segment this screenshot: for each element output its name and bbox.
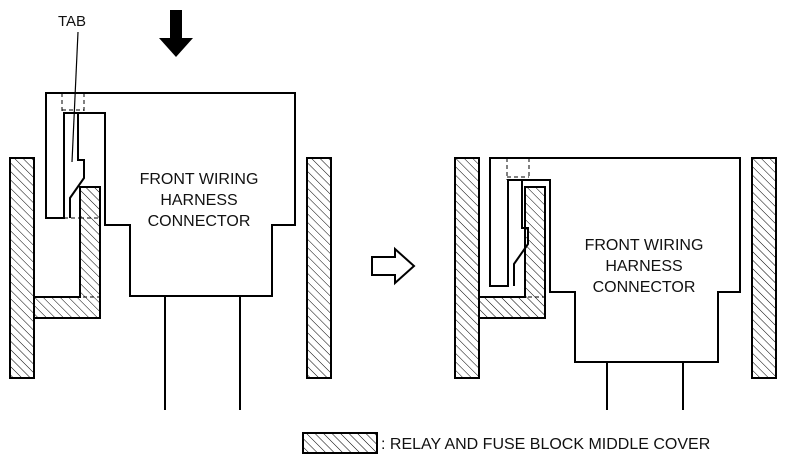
cover-wall-left-outer-right-view	[454, 157, 480, 379]
tab-latch-right	[508, 179, 529, 286]
left-view: TAB FRONT WIRING HARNESS CONNECTOR	[9, 10, 332, 410]
cover-wall-right-outer-right-view	[751, 157, 777, 379]
tab-leader-line	[71, 31, 79, 163]
push-down-arrow-icon	[159, 10, 193, 57]
connector-label-left-line1: FRONT WIRING	[140, 171, 259, 188]
cover-wall-left-outer	[9, 157, 35, 379]
tab-label: TAB	[58, 13, 86, 30]
tab-latch-left	[64, 112, 85, 218]
connector-label-right-line1: FRONT WIRING	[585, 237, 704, 254]
connector-label-right-line3: CONNECTOR	[593, 279, 696, 296]
cover-inner-section	[33, 186, 101, 319]
legend-hatch-swatch	[302, 432, 378, 454]
connector-label-left-line3: CONNECTOR	[148, 213, 251, 230]
cover-inner-section-right-view	[478, 186, 546, 319]
legend-text: : RELAY AND FUSE BLOCK MIDDLE COVER	[381, 436, 710, 453]
front-wiring-harness-connector-right	[489, 157, 741, 363]
connector-label-left-line2: HARNESS	[160, 192, 237, 209]
right-view: FRONT WIRING HARNESS CONNECTOR	[454, 157, 777, 410]
legend: : RELAY AND FUSE BLOCK MIDDLE COVER	[302, 432, 710, 454]
cover-wall-right-outer	[306, 157, 332, 379]
transition-arrow-icon	[371, 246, 416, 286]
connector-label-right-line2: HARNESS	[605, 258, 682, 275]
